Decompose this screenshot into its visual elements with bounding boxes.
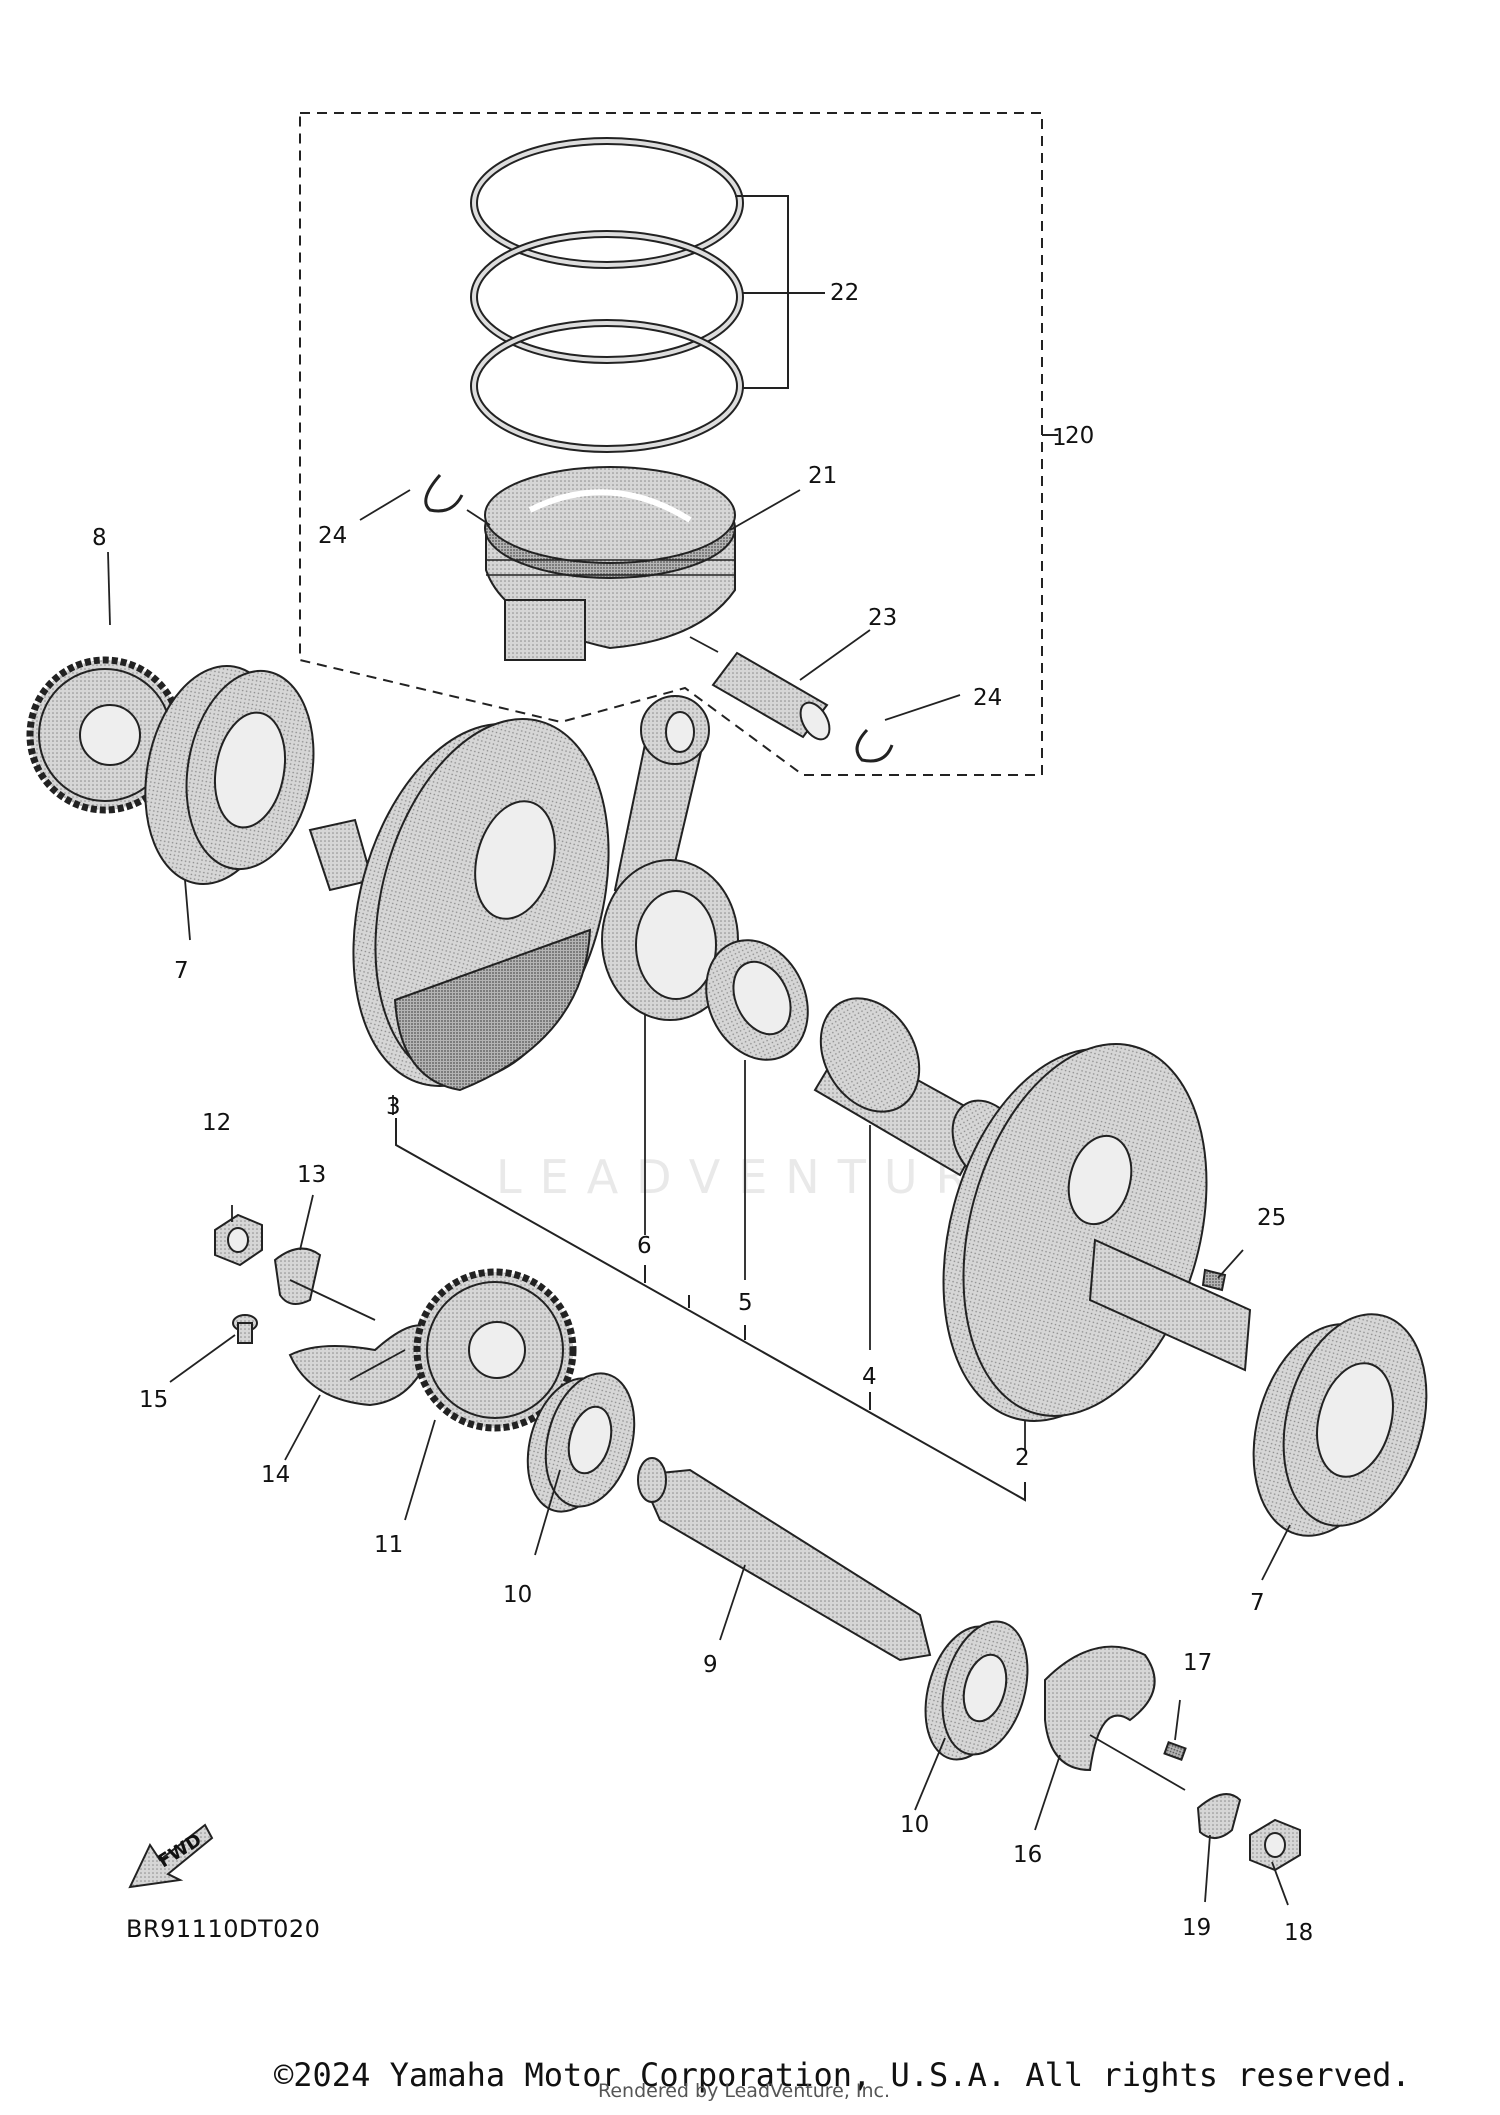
connecting-rod xyxy=(601,695,739,1021)
callout-15: 15 xyxy=(139,1387,168,1413)
callout-13: 13 xyxy=(297,1162,326,1188)
callout-22: 22 xyxy=(830,280,859,306)
piston-ring-set xyxy=(470,137,744,453)
forward-direction-arrow: FWD xyxy=(128,1823,214,1889)
callout-24-left: 24 xyxy=(318,523,347,549)
key-small xyxy=(1163,1741,1187,1761)
callout-12: 12 xyxy=(202,1110,231,1136)
watermark-text: LEADVENTURE xyxy=(496,1150,1033,1204)
bolt xyxy=(232,1314,258,1344)
callout-11: 11 xyxy=(374,1532,403,1558)
callout-1: 1 xyxy=(1052,425,1067,451)
piston-kit-boundary xyxy=(299,112,1043,776)
callout-25: 25 xyxy=(1257,1205,1286,1231)
leader-lines xyxy=(107,489,1291,1906)
balancer-driven-gear xyxy=(413,1268,577,1432)
nut-bottom xyxy=(1249,1818,1301,1872)
callout-3: 3 xyxy=(386,1094,401,1120)
crankshaft-drive-gear-top xyxy=(26,656,184,814)
callout-21: 21 xyxy=(808,463,837,489)
balancer-bearing-left xyxy=(526,1372,636,1513)
callout-24-right: 24 xyxy=(973,685,1002,711)
piston-pin-clip-left xyxy=(424,474,464,513)
callout-10-top: 10 xyxy=(503,1582,532,1608)
piston-pin-clip-right xyxy=(855,728,894,763)
callout-5: 5 xyxy=(738,1290,753,1316)
copyright-notice: ©2024 Yamaha Motor Corporation, U.S.A. A… xyxy=(274,2056,1411,2094)
callout-6: 6 xyxy=(637,1233,652,1259)
balancer-weight-right xyxy=(1044,1645,1156,1772)
balancer-shaft xyxy=(637,1457,932,1662)
callout-18: 18 xyxy=(1284,1920,1313,1946)
callout-4: 4 xyxy=(862,1364,877,1390)
callout-20: 20 xyxy=(1065,423,1094,449)
piston-pin xyxy=(711,651,831,741)
needle-bearing xyxy=(705,939,809,1061)
piston xyxy=(484,466,736,661)
callout-9: 9 xyxy=(703,1652,718,1678)
callout-17: 17 xyxy=(1183,1650,1212,1676)
balancer-bearing-right xyxy=(924,1620,1029,1761)
callout-numbers: 1 2 3 4 5 6 7 7 8 9 10 10 11 12 13 14 15… xyxy=(92,280,1313,1946)
rendered-by-credit: Rendered by LeadVenture, Inc. xyxy=(598,2080,891,2102)
crank-wheel-left xyxy=(308,718,610,1092)
diagram-reference-code: BR91110DT020 xyxy=(126,1915,321,1943)
crank-wheel-right xyxy=(942,1043,1252,1422)
lock-washer-top xyxy=(273,1247,322,1305)
crankshaft-bearing-left xyxy=(144,665,315,885)
callout-10-bottom: 10 xyxy=(900,1812,929,1838)
assembly-bracket xyxy=(395,1118,1026,1502)
callout-8: 8 xyxy=(92,525,107,551)
crankshaft-bearing-right xyxy=(1252,1313,1428,1537)
callout-16: 16 xyxy=(1013,1842,1042,1868)
callout-14: 14 xyxy=(261,1462,290,1488)
fwd-label: FWD xyxy=(155,1829,206,1872)
lock-washer-bottom xyxy=(1196,1793,1242,1839)
nut-top xyxy=(214,1213,263,1267)
callout-7-right: 7 xyxy=(1250,1590,1265,1616)
balancer-weight-left xyxy=(288,1324,437,1407)
callout-19: 19 xyxy=(1182,1915,1211,1941)
callout-23: 23 xyxy=(868,605,897,631)
callout-7-left: 7 xyxy=(174,958,189,984)
callout-2: 2 xyxy=(1015,1445,1030,1471)
